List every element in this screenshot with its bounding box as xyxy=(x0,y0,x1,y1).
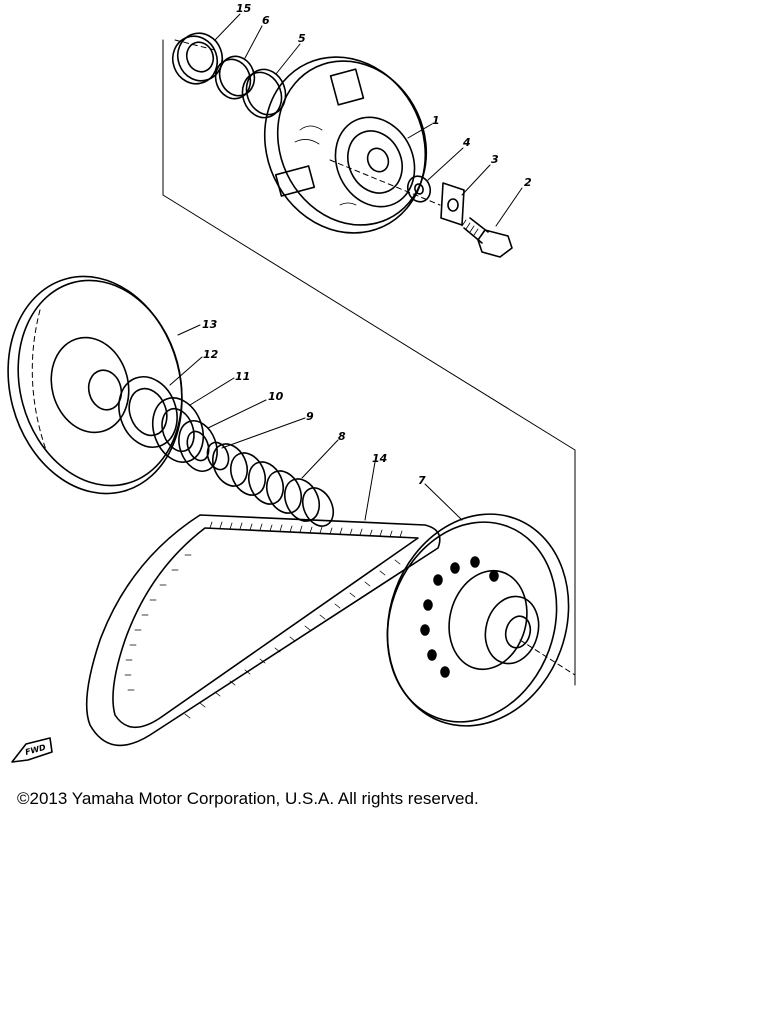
part-12-bearing xyxy=(118,376,178,448)
callout-3: 3 xyxy=(491,153,499,166)
part-9-washer xyxy=(206,441,230,471)
part-1-sheave-assembly xyxy=(263,56,428,234)
callout-14: 14 xyxy=(372,452,387,465)
callout-5: 5 xyxy=(298,32,306,45)
callout-10: 10 xyxy=(268,390,284,403)
callout-labels: 15 6 5 1 4 3 2 13 12 11 10 9 8 14 7 xyxy=(202,2,532,487)
part-13-fixed-sheave xyxy=(7,275,183,495)
copyright-notice: ©2013 Yamaha Motor Corporation, U.S.A. A… xyxy=(17,789,479,808)
callout-2: 2 xyxy=(524,176,532,189)
forward-arrow-icon: FWD xyxy=(11,737,53,763)
assembly-reference-lines xyxy=(162,39,576,686)
exploded-parts-diagram: 15 6 5 1 4 3 2 13 12 11 10 9 8 14 7 FWD xyxy=(7,2,576,763)
callout-leader-lines xyxy=(169,13,523,521)
callout-15: 15 xyxy=(236,2,252,15)
callout-11: 11 xyxy=(235,370,250,383)
callout-4: 4 xyxy=(462,136,471,149)
part-8-spring xyxy=(211,443,335,527)
part-6-circlip xyxy=(214,55,256,100)
callout-8: 8 xyxy=(338,430,346,443)
part-10-spring-seat xyxy=(178,420,218,472)
callout-12: 12 xyxy=(203,348,219,361)
part-5-snap-ring xyxy=(241,68,287,119)
part-3-lock-plate xyxy=(440,182,465,226)
callout-13: 13 xyxy=(202,318,218,331)
part-2-bolt xyxy=(461,217,513,258)
part-4-washer xyxy=(406,175,432,203)
callout-7: 7 xyxy=(418,474,426,487)
part-15-seal xyxy=(171,32,224,85)
callout-9: 9 xyxy=(306,410,314,423)
callout-1: 1 xyxy=(432,114,440,127)
part-14-drive-belt xyxy=(85,514,441,747)
callout-6: 6 xyxy=(262,14,270,27)
part-7-secondary-sheave xyxy=(386,513,570,727)
